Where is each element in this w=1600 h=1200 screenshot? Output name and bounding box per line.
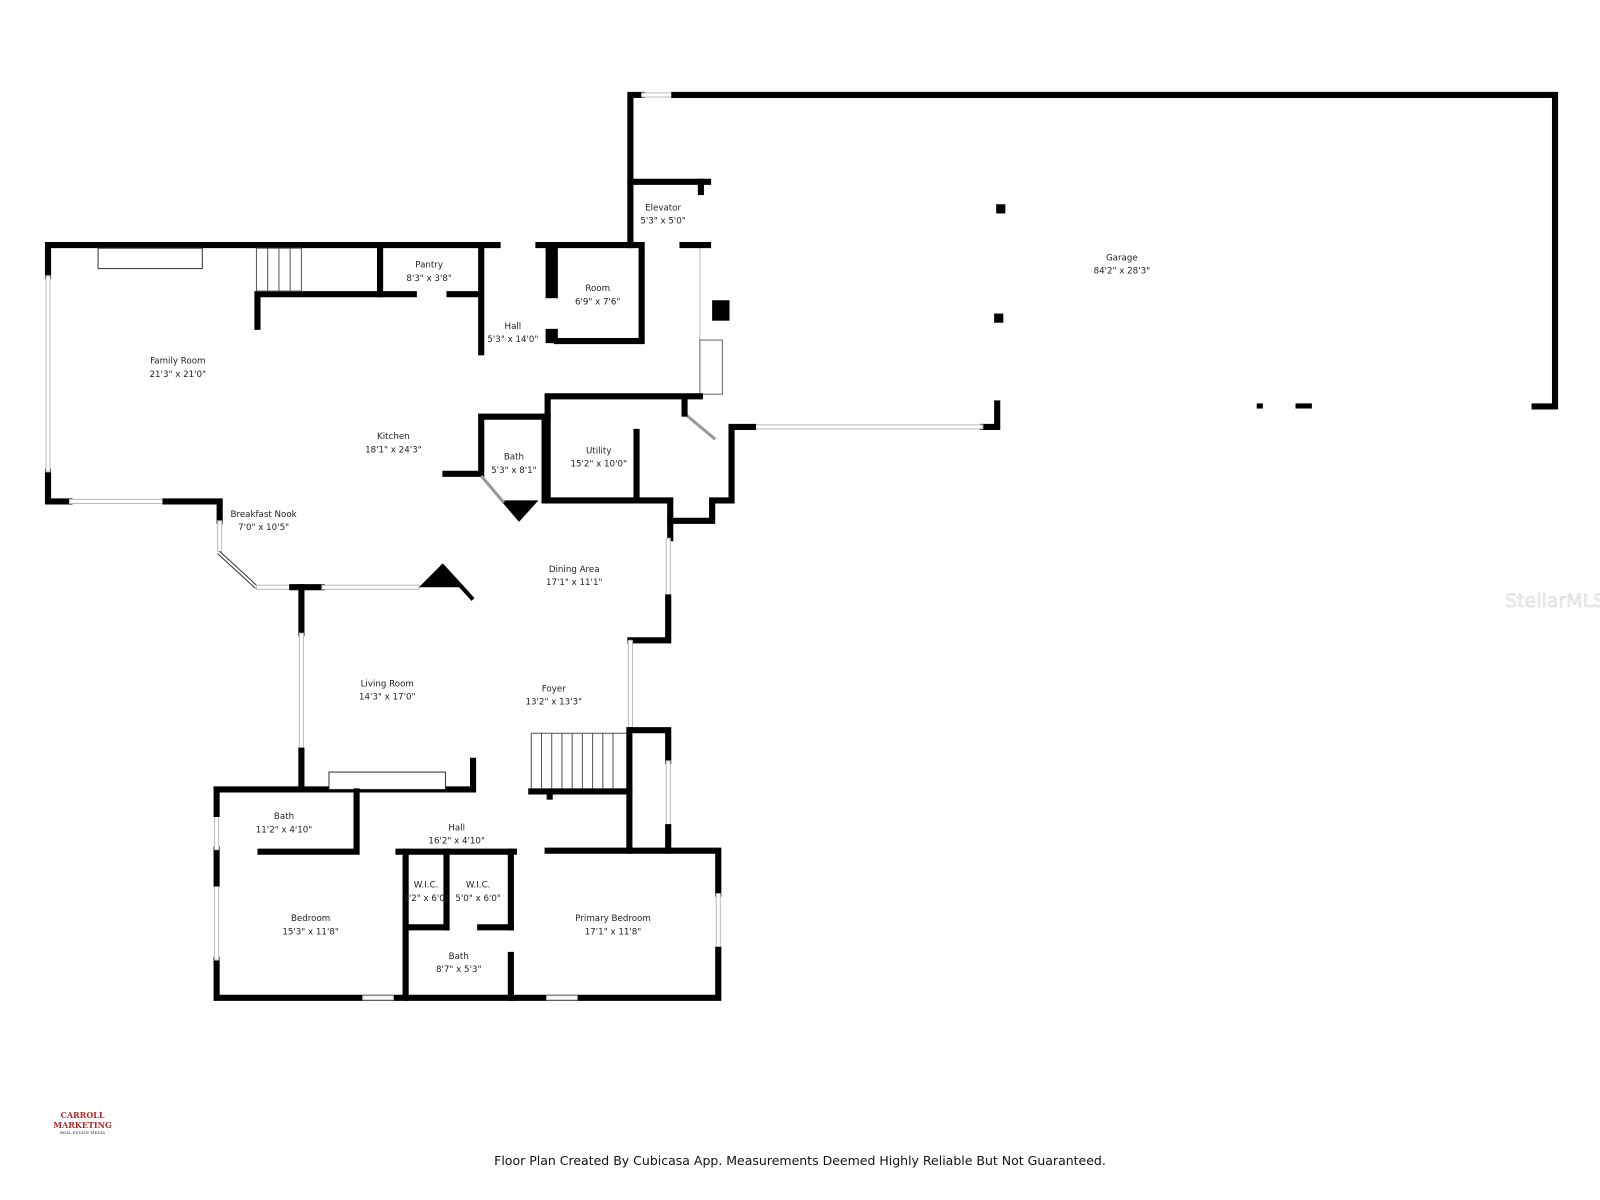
room-size: 21'3" x 21'0" bbox=[150, 370, 207, 380]
room-name: Bath bbox=[274, 812, 294, 822]
room-name: Bath bbox=[504, 453, 524, 463]
fireplace bbox=[328, 771, 446, 790]
room-size: 14'3" x 17'0" bbox=[359, 693, 416, 703]
watermark: StellarMLS bbox=[1505, 590, 1600, 613]
logo-name: CARROLL MARKETING bbox=[53, 1110, 112, 1130]
room-name: Pantry bbox=[415, 261, 443, 271]
room-size: 8'3" x 3'8" bbox=[406, 274, 451, 284]
room-name: Kitchen bbox=[377, 432, 410, 442]
room-name: Garage bbox=[1106, 253, 1138, 263]
room-size: 17'1" x 11'8" bbox=[585, 927, 642, 937]
room-size: 15'3" x 11'8" bbox=[282, 927, 339, 937]
stairs bbox=[530, 732, 630, 792]
room-size: 84'2" x 28'3" bbox=[1094, 267, 1151, 277]
room-name: Family Room bbox=[150, 357, 205, 367]
garage-steps bbox=[699, 339, 723, 395]
room-size: 8'7" x 5'3" bbox=[436, 965, 481, 975]
room-size: 15'2" x 10'0" bbox=[570, 460, 627, 470]
logo: CARROLL MARKETING REAL ESTATE MEDIA bbox=[30, 1110, 135, 1135]
room-size: 18'1" x 24'3" bbox=[365, 445, 422, 455]
room-size: 5'0" x 6'0" bbox=[455, 894, 500, 904]
room-size: 17'1" x 11'1" bbox=[546, 578, 603, 588]
room-size: 5'3" x 14'0" bbox=[487, 335, 538, 345]
room-name: W.I.C. bbox=[414, 880, 438, 890]
room-size: 16'2" x 4'10" bbox=[428, 837, 485, 847]
footer-disclaimer: Floor Plan Created By Cubicasa App. Meas… bbox=[494, 1153, 1106, 1168]
room-name: Bath bbox=[449, 952, 469, 962]
room-labels: Family Room 21'3" x 21'0" Pantry 8'3" x 3'… bbox=[150, 203, 1151, 975]
fireplace bbox=[97, 247, 203, 270]
room-name: Living Room bbox=[361, 679, 414, 689]
room-size: 13'2" x 13'3" bbox=[526, 698, 583, 708]
room-name: Room bbox=[585, 284, 610, 294]
room-name: W.I.C. bbox=[466, 880, 490, 890]
room-name: Elevator bbox=[645, 203, 681, 213]
room-size: 6'9" x 7'6" bbox=[575, 297, 620, 307]
room-name: Utility bbox=[586, 446, 612, 456]
stairs bbox=[255, 247, 302, 292]
logo-tagline: REAL ESTATE MEDIA bbox=[59, 1130, 106, 1135]
room-name: Hall bbox=[448, 823, 465, 833]
room-size: 5'3" x 5'0" bbox=[640, 217, 685, 227]
room-size: 7'0" x 10'5" bbox=[238, 523, 289, 533]
room-name: Bedroom bbox=[291, 914, 330, 924]
room-name: Primary Bedroom bbox=[575, 914, 651, 924]
room-name: Dining Area bbox=[549, 565, 600, 575]
room-name: Foyer bbox=[542, 684, 566, 694]
room-size: 11'2" x 4'10" bbox=[256, 825, 313, 835]
room-size: 3'2" x 6'0" bbox=[403, 894, 448, 904]
walls bbox=[44, 91, 1559, 1001]
room-name: Hall bbox=[505, 322, 522, 332]
room-size: 5'3" x 8'1" bbox=[491, 466, 536, 476]
room-name: Breakfast Nook bbox=[231, 510, 297, 520]
